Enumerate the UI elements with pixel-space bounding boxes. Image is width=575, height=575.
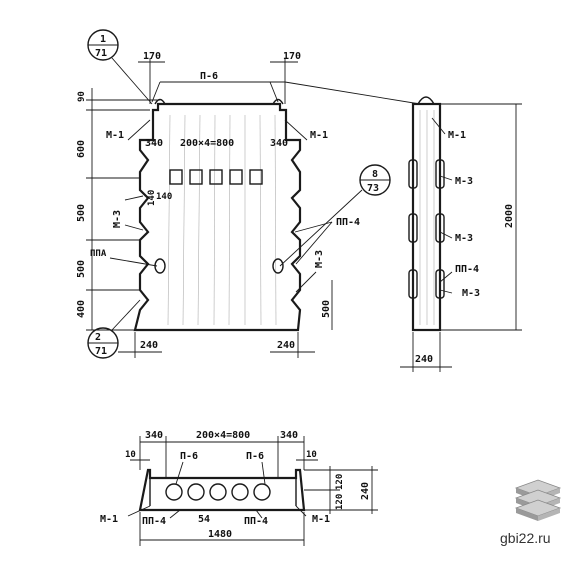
dim-170-left: 170 [143, 51, 161, 62]
dim-500-right: 500 [321, 300, 332, 318]
plan-dim-1480: 1480 [208, 529, 232, 540]
side-panel-outline [411, 102, 442, 332]
side-loop [417, 96, 435, 105]
dim-90: 90 [77, 91, 87, 102]
side-label-m3b: М-3 [455, 233, 473, 244]
plan-dim-120a: 120 [335, 474, 345, 490]
label-m3-left: М-3 [112, 210, 123, 228]
label-m3-right: М-3 [314, 250, 325, 268]
side-label-m3a: М-3 [455, 176, 473, 187]
plan-holes [165, 483, 271, 501]
dim-600: 600 [76, 140, 87, 158]
plan-dim-120b: 120 [335, 494, 345, 510]
plan-outline [138, 468, 306, 512]
front-hatch [167, 114, 277, 326]
label-pp4: ПП-4 [336, 217, 360, 228]
plan-dim-10-right: 10 [306, 450, 317, 460]
dim-holes: 200×4=800 [180, 138, 234, 149]
side-dim-240: 240 [415, 354, 433, 365]
label-m1-right: М-1 [310, 130, 328, 141]
side-label-pp4: ПП-4 [455, 264, 479, 275]
site-watermark: gbi22.ru [500, 530, 551, 546]
dim-340-right: 340 [270, 138, 288, 149]
plan-label-p6-left: П-6 [180, 451, 198, 462]
callout-right-den: 73 [367, 183, 379, 194]
plan-dim-340-left: 340 [145, 430, 163, 441]
label-m1-left: М-1 [106, 130, 124, 141]
dim-400: 400 [76, 300, 87, 318]
callout-top-den: 71 [95, 48, 107, 59]
embed-right [272, 258, 284, 274]
site-logo-icon [514, 479, 562, 521]
plan-label-pp4-left: ПП-4 [142, 516, 166, 527]
loop-left [154, 98, 166, 105]
plan-dim-54: 54 [198, 514, 210, 525]
plan-label-m1-left: М-1 [100, 514, 118, 525]
plan-view [127, 436, 378, 546]
plan-label-p6-right: П-6 [246, 451, 264, 462]
front-panel-outline [133, 102, 302, 332]
dim-500a: 500 [76, 204, 87, 222]
side-dim-2000: 2000 [504, 204, 515, 228]
callout-bottom-den: 71 [95, 346, 107, 357]
side-label-m3c: М-3 [462, 288, 480, 299]
plan-dim-340-right: 340 [280, 430, 298, 441]
loop-right [272, 98, 284, 105]
callout-bottom-num: 2 [95, 332, 101, 343]
plan-dim-240: 240 [360, 482, 371, 500]
callout-top-num: 1 [100, 34, 106, 45]
front-holes [169, 169, 263, 185]
dim-500b: 500 [76, 260, 87, 278]
plan-label-m1-right: М-1 [312, 514, 330, 525]
dim-140a: 140 [147, 190, 157, 206]
side-label-m1: М-1 [448, 130, 466, 141]
dim-140b: 140 [156, 192, 172, 202]
label-p6: П-6 [200, 71, 218, 82]
side-view [400, 96, 522, 372]
plan-dim-holes: 200×4=800 [196, 430, 250, 441]
dim-170-right: 170 [283, 51, 301, 62]
dim-340-left: 340 [145, 138, 163, 149]
callout-right-num: 8 [372, 169, 378, 180]
dim-240-right: 240 [277, 340, 295, 351]
dim-240-left: 240 [140, 340, 158, 351]
front-view [86, 29, 421, 359]
plan-dim-10-left: 10 [125, 450, 136, 460]
plan-label-pp4-right: ПП-4 [244, 516, 268, 527]
label-ppa: ППА [90, 249, 107, 259]
